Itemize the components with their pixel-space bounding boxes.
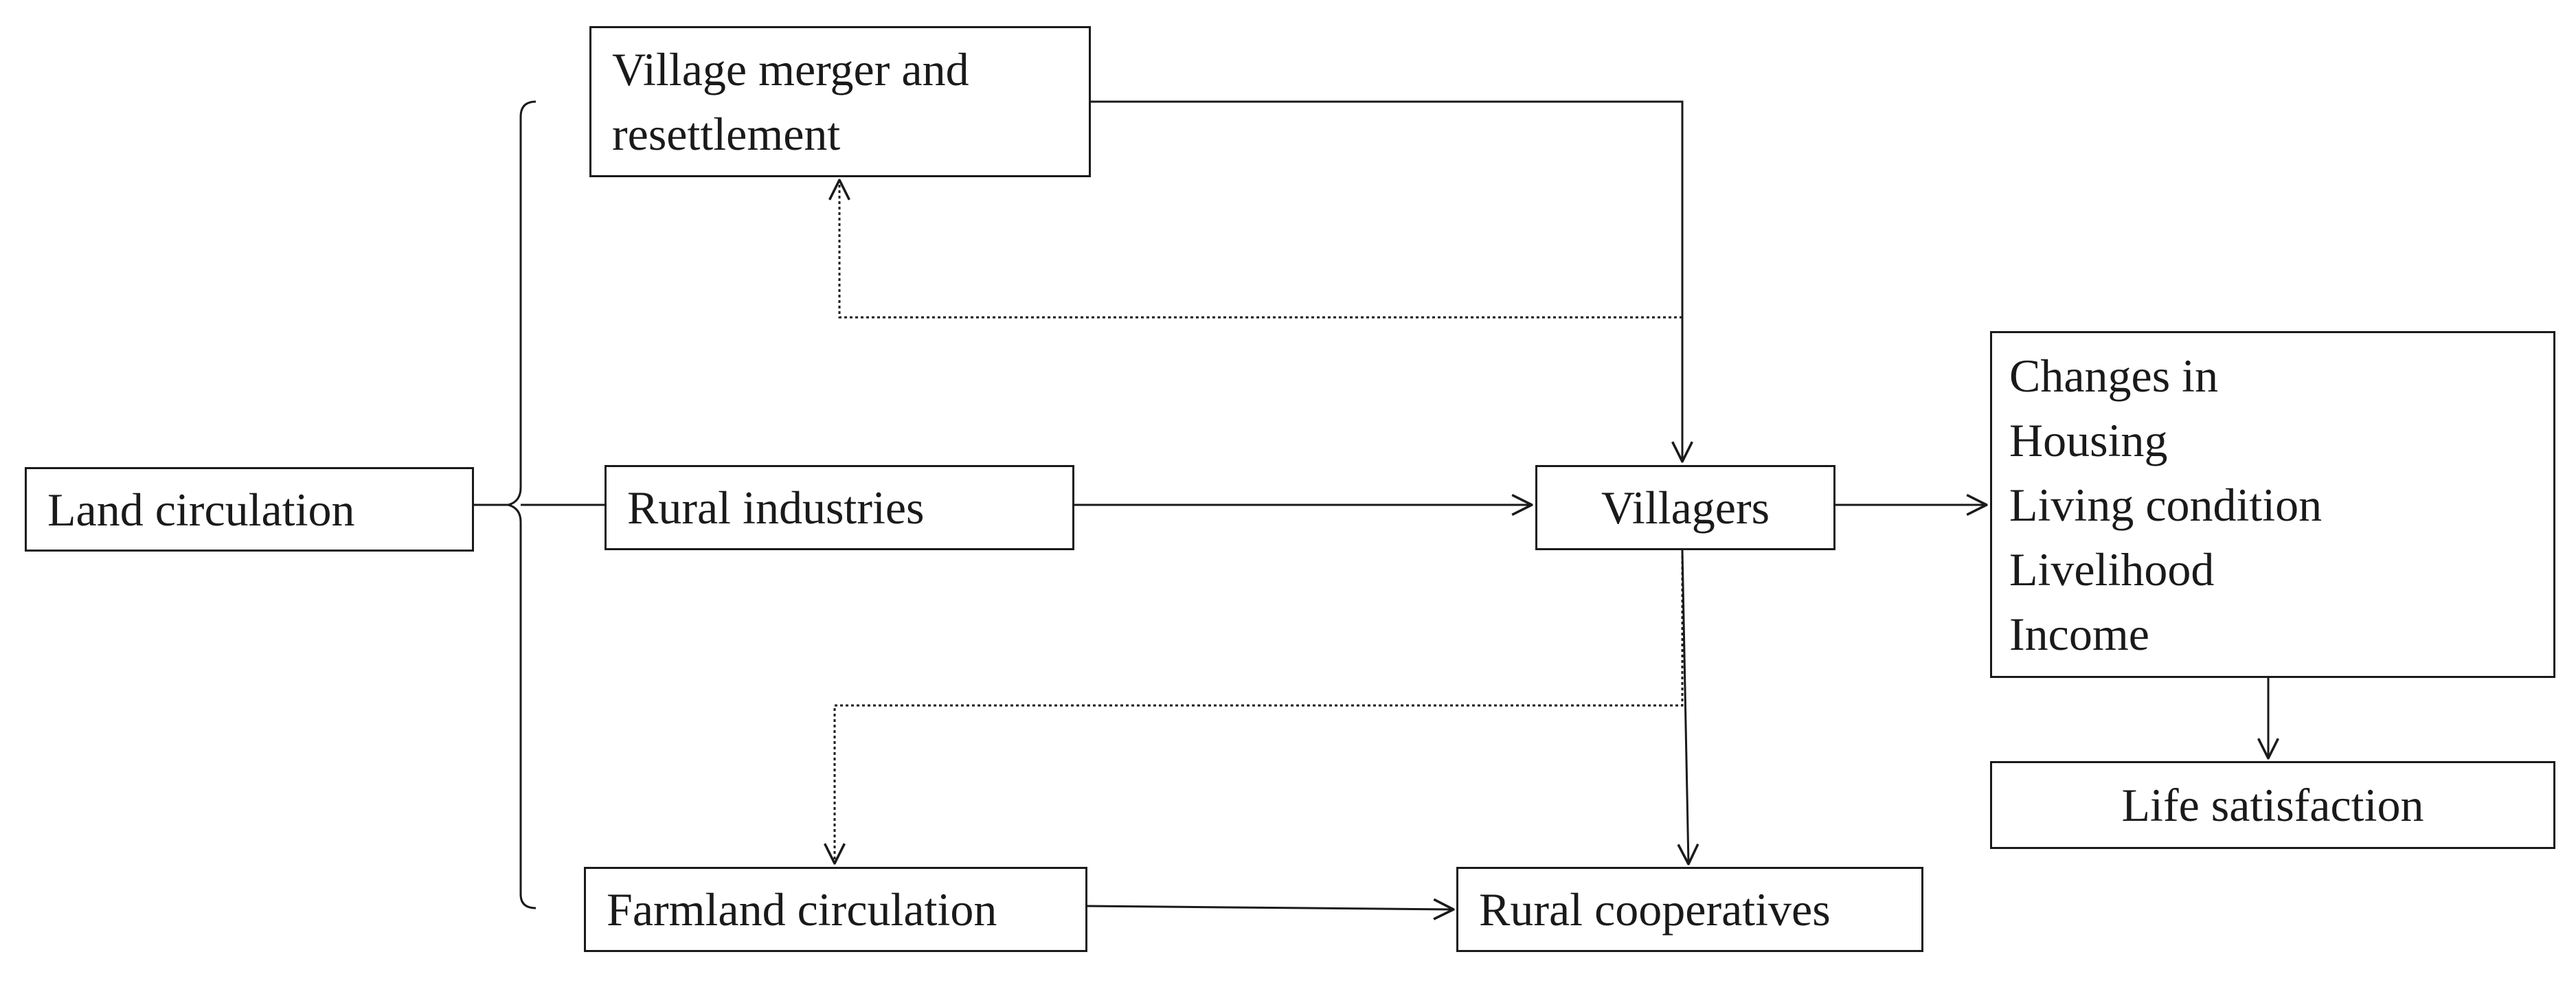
node-changes-item-livelihood: Livelihood	[2009, 543, 2215, 596]
node-village-merger-label-line2: resettlement	[612, 108, 841, 160]
node-village-merger: Village merger and resettlement	[589, 26, 1091, 177]
node-life-satisfaction-label: Life satisfaction	[2121, 779, 2424, 831]
node-villagers: Villagers	[1535, 465, 1835, 550]
edge-villagers-to-farmland-dotted	[835, 550, 1684, 863]
node-changes-title: Changes in	[2009, 349, 2219, 402]
node-land-circulation-label: Land circulation	[47, 483, 355, 536]
node-changes-item-living-condition: Living condition	[2009, 478, 2323, 531]
node-life-satisfaction: Life satisfaction	[1990, 761, 2555, 849]
node-rural-cooperatives: Rural cooperatives	[1456, 867, 1923, 952]
node-rural-industries-label: Rural industries	[627, 482, 925, 534]
edge-village-to-villagers	[1091, 100, 1682, 462]
node-changes: Changes in Housing Living condition Live…	[1990, 331, 2555, 678]
edge-villagers-to-coops	[1682, 550, 1688, 864]
node-rural-cooperatives-label: Rural cooperatives	[1479, 883, 1831, 936]
node-changes-item-income: Income	[2009, 607, 2149, 660]
node-farmland-circulation-label: Farmland circulation	[607, 883, 997, 936]
node-villagers-label: Villagers	[1601, 482, 1770, 534]
node-farmland-circulation: Farmland circulation	[584, 867, 1087, 952]
node-village-merger-label-line1: Village merger and	[612, 43, 969, 95]
edge-villagers-to-village-dotted	[839, 180, 1682, 319]
node-changes-item-housing: Housing	[2009, 414, 2168, 466]
node-rural-industries: Rural industries	[605, 465, 1074, 550]
node-land-circulation: Land circulation	[25, 467, 474, 552]
edge-farmland-to-coops	[1087, 906, 1454, 909]
